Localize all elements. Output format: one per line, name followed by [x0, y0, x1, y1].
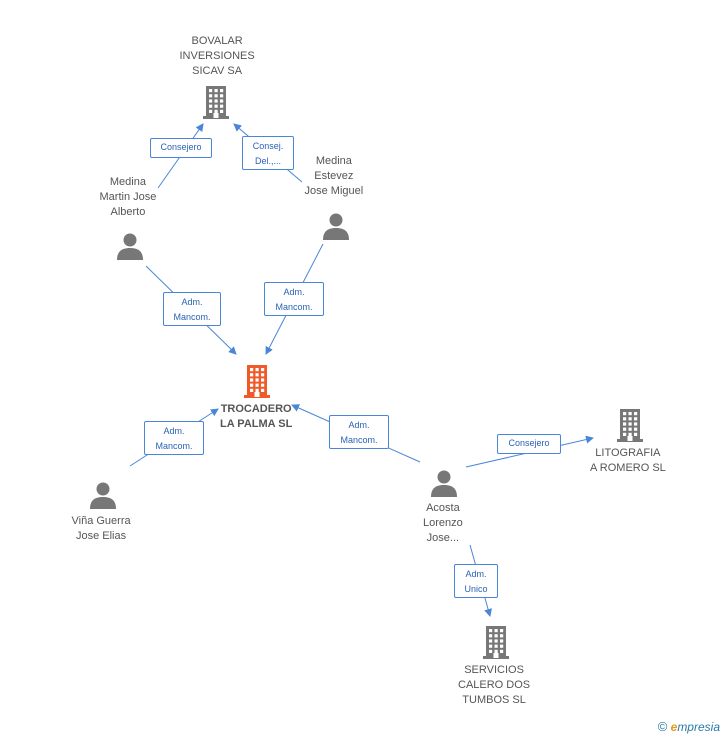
node-label-line: SERVICIOS — [464, 664, 524, 676]
edge-label-line: Adm. — [163, 426, 185, 436]
brand-rest: mpresia — [677, 720, 720, 734]
person-icon-medina_estevez[interactable] — [322, 212, 350, 245]
copyright-symbol: © — [657, 719, 668, 734]
building-icon-servicios[interactable] — [482, 625, 510, 664]
edge-label-line: Mancom. — [340, 435, 378, 445]
empresia-brand: © empresia — [658, 719, 720, 734]
node-label-line: TUMBOS SL — [462, 694, 526, 706]
person-icon-medina_martin[interactable] — [116, 232, 144, 265]
node-label-line: Estevez — [314, 170, 354, 182]
node-label-line: LA PALMA SL — [220, 418, 293, 430]
node-label-trocadero[interactable]: TROCADERO LA PALMA SL — [220, 402, 292, 432]
node-label-line: CALERO DOS — [458, 679, 531, 691]
node-label-line: Alberto — [110, 206, 146, 218]
node-label-line: INVERSIONES — [179, 50, 255, 62]
node-label-line: Martin Jose — [99, 191, 157, 203]
edge-label-line: Adm. — [283, 287, 305, 297]
edge-label-line: Del.,... — [254, 156, 281, 166]
edge-label-line: Consejero — [508, 438, 550, 448]
edge-label-line: Adm. — [465, 569, 487, 579]
edge-label-medina_martin-trocadero[interactable]: Adm. Mancom. — [163, 292, 221, 326]
node-label-line: Jose Elias — [75, 530, 127, 542]
node-label-line: SICAV SA — [192, 65, 243, 77]
person-icon-vina_guerra[interactable] — [89, 481, 117, 514]
edge-label-acosta-litografia[interactable]: Consejero — [497, 434, 561, 454]
edge-label-line: Consejero — [160, 142, 202, 152]
node-label-line: Lorenzo — [423, 517, 463, 529]
node-label-litografia[interactable]: LITOGRAFIA A ROMERO SL — [590, 446, 666, 476]
edge-label-medina_estevez-bovalar[interactable]: Consej. Del.,... — [242, 136, 294, 170]
node-label-line: TROCADERO — [220, 403, 292, 415]
edge-label-vina_guerra-trocadero[interactable]: Adm. Mancom. — [144, 421, 204, 455]
node-label-line: Jose... — [426, 532, 460, 544]
edge-label-line: Unico — [464, 584, 488, 594]
node-label-line: Acosta — [426, 502, 460, 514]
person-icon-acosta[interactable] — [430, 469, 458, 502]
edge-label-acosta-trocadero[interactable]: Adm. Mancom. — [329, 415, 389, 449]
edge-label-acosta-servicios[interactable]: Adm. Unico — [454, 564, 498, 598]
building-icon-litografia[interactable] — [616, 408, 644, 447]
node-label-servicios[interactable]: SERVICIOS CALERO DOS TUMBOS SL — [458, 663, 530, 708]
node-label-line: Viña Guerra — [71, 515, 131, 527]
building-icon-trocadero[interactable] — [243, 364, 271, 403]
node-label-line: Medina — [109, 176, 146, 188]
node-label-line: BOVALAR — [191, 35, 243, 47]
edge-label-line: Adm. — [348, 420, 370, 430]
node-label-line: LITOGRAFIA — [595, 447, 661, 459]
edge-label-line: Adm. — [181, 297, 203, 307]
edge-label-medina_martin-bovalar[interactable]: Consejero — [150, 138, 212, 158]
edge-label-medina_estevez-trocadero[interactable]: Adm. Mancom. — [264, 282, 324, 316]
brand-e: e — [670, 720, 678, 734]
edge-label-line: Mancom. — [275, 302, 313, 312]
node-label-line: Jose Miguel — [304, 185, 364, 197]
node-label-line: Medina — [315, 155, 352, 167]
edge-label-line: Mancom. — [173, 312, 211, 322]
edge-label-line: Consej. — [252, 141, 284, 151]
building-icon-bovalar[interactable] — [202, 85, 230, 124]
node-label-bovalar[interactable]: BOVALAR INVERSIONES SICAV SA — [180, 34, 255, 79]
edge-label-line: Mancom. — [155, 441, 193, 451]
node-label-line: A ROMERO SL — [590, 462, 666, 474]
